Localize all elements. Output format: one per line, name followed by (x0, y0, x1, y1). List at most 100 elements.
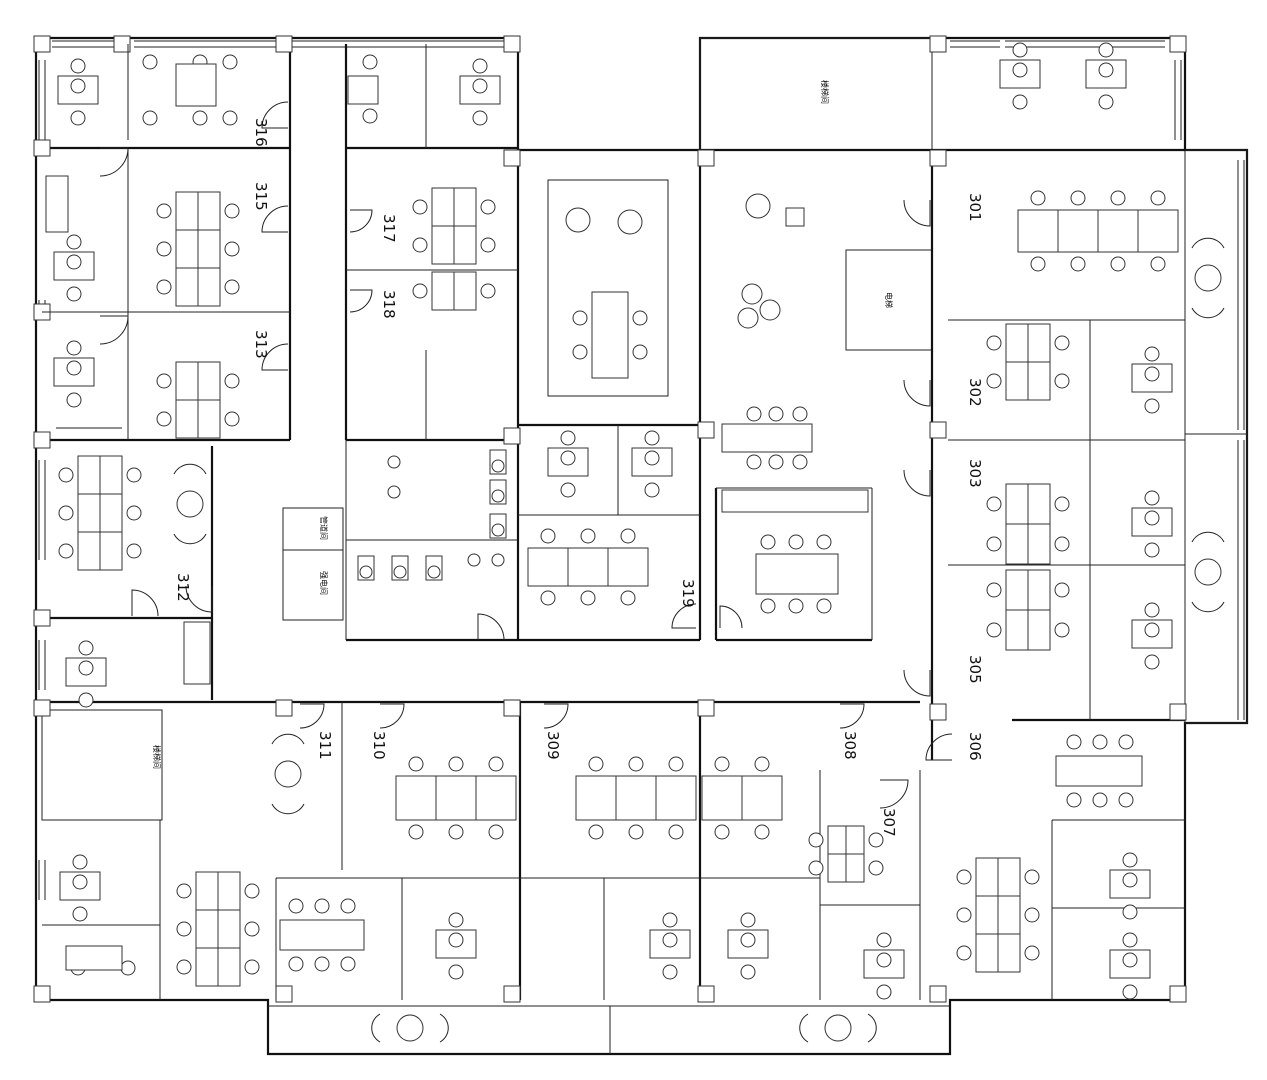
door-swing (100, 148, 128, 176)
room-label-305: 305 (966, 655, 984, 684)
room-label-302: 302 (966, 378, 984, 407)
chair (747, 455, 761, 469)
sofa-arc (440, 1014, 448, 1042)
lounge-seat (742, 284, 762, 304)
sink (492, 554, 504, 566)
column (930, 986, 946, 1002)
column (930, 422, 946, 438)
round-table (1195, 265, 1221, 291)
desk (576, 776, 616, 820)
chair (793, 455, 807, 469)
chair (121, 961, 135, 975)
chair (79, 641, 93, 655)
door-swing (880, 780, 908, 808)
desk (1018, 210, 1058, 252)
chair (769, 407, 783, 421)
chair (473, 59, 487, 73)
desk (1098, 210, 1138, 252)
chair (755, 825, 769, 839)
chair (715, 757, 729, 771)
chair (1055, 537, 1069, 551)
desk (176, 400, 198, 438)
furniture (46, 43, 1224, 1042)
desk (454, 272, 476, 310)
lounge-area (548, 180, 668, 396)
chair (1055, 583, 1069, 597)
chair (741, 965, 755, 979)
desk (528, 548, 568, 586)
chair (67, 235, 81, 249)
desk (198, 400, 220, 438)
chair (663, 965, 677, 979)
chair (581, 591, 595, 605)
chair (413, 238, 427, 252)
desk (78, 456, 100, 494)
column (34, 986, 50, 1002)
chair (143, 111, 157, 125)
desk (1056, 756, 1142, 786)
door-swing (262, 344, 288, 370)
desk (976, 934, 998, 972)
desk (432, 272, 454, 310)
desk (198, 230, 220, 268)
electrical-room (283, 550, 343, 620)
chair (177, 922, 191, 936)
office-chair (1123, 953, 1137, 967)
desk (846, 854, 864, 882)
desk (1028, 524, 1050, 564)
walls (34, 36, 1247, 1054)
chair (409, 825, 423, 839)
column (930, 36, 946, 52)
desk (476, 776, 516, 820)
chair (987, 623, 1001, 637)
sofa (184, 622, 210, 684)
desk (218, 872, 240, 910)
door-swing (350, 290, 372, 312)
chair (621, 591, 635, 605)
chair (177, 884, 191, 898)
chair (157, 374, 171, 388)
desk (1006, 362, 1028, 400)
sink (388, 486, 400, 498)
sofa (46, 176, 68, 232)
chair (1025, 908, 1039, 922)
partitions (42, 44, 1185, 1000)
desk (1138, 210, 1178, 252)
room-label-303: 303 (966, 459, 984, 488)
chair (869, 861, 883, 875)
desk (998, 896, 1020, 934)
desk (454, 188, 476, 226)
chair (629, 825, 643, 839)
kitchen-counter (722, 490, 868, 512)
desk (828, 854, 846, 882)
desk (348, 76, 378, 104)
desk (702, 776, 742, 820)
chair (79, 693, 93, 707)
chair (629, 757, 643, 771)
office-chair (473, 79, 487, 93)
sofa-arc (272, 734, 304, 744)
round-table (1195, 559, 1221, 585)
chair (363, 55, 377, 69)
chair (957, 946, 971, 960)
sofa-arc (174, 534, 206, 544)
chair (157, 280, 171, 294)
round-table (177, 491, 203, 517)
chair (589, 825, 603, 839)
office-chair (645, 451, 659, 465)
chair (581, 529, 595, 543)
column (504, 986, 520, 1002)
chair (1151, 191, 1165, 205)
desk (1006, 524, 1028, 564)
chair (987, 583, 1001, 597)
chair (245, 884, 259, 898)
chair (473, 111, 487, 125)
desk (846, 826, 864, 854)
desk (722, 424, 812, 452)
office-chair (449, 933, 463, 947)
door-swing (380, 704, 404, 728)
door-swing (904, 380, 930, 406)
chair (1055, 497, 1069, 511)
office-chair (71, 79, 85, 93)
desk (198, 268, 220, 306)
